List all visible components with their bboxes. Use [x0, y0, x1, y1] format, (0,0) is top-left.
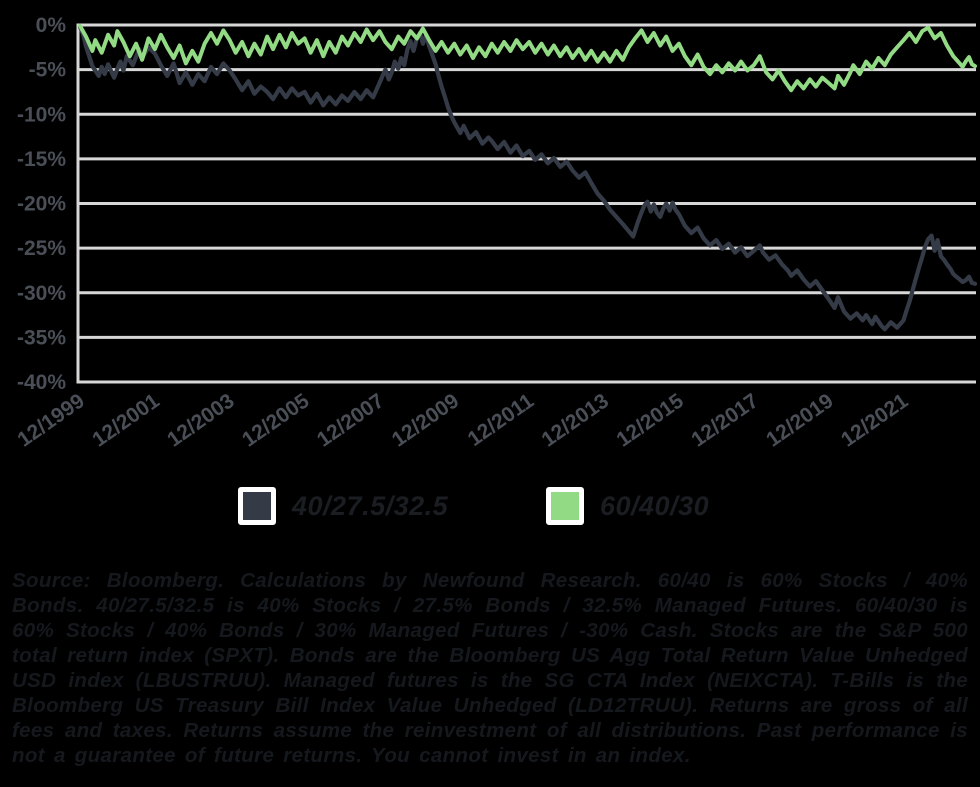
x-tick-label: 12/2005	[238, 389, 314, 452]
chart-canvas: 0% -5% -10% -15% -20% -25% -30% -35% -40%12/1999…	[13, 14, 978, 452]
y-tick-label: -30%	[17, 282, 66, 305]
legend-label-green: 60/40/30	[600, 490, 710, 521]
x-tick-label: 12/2011	[464, 389, 539, 451]
legend-item-green: 60/40/30	[546, 484, 709, 528]
x-tick-label: 12/2003	[163, 389, 238, 451]
y-tick-label: -5%	[29, 59, 67, 82]
relative-drawdown-chart: 0% -5% -10% -15% -20% -25% -30% -35% -40%12/1999…	[13, 14, 978, 452]
y-tick-label: -20%	[17, 193, 66, 216]
y-tick-label: -40%	[17, 371, 66, 394]
x-tick-label: 12/1999	[13, 389, 88, 451]
source-disclosure-caption: Source: Bloomberg. Calculations by Newfo…	[12, 569, 968, 767]
x-tick-label: 12/2007	[313, 389, 388, 451]
y-tick-label: -15%	[17, 148, 66, 171]
y-tick-label: -10%	[17, 103, 66, 126]
chart-legend: 40/27.5/32.5 60/40/30	[0, 484, 980, 532]
x-tick-label: 12/2009	[388, 389, 463, 451]
legend-item-dark: 40/27.5/32.5	[238, 484, 448, 528]
legend-swatch-green	[546, 487, 584, 525]
y-tick-label: 0%	[36, 14, 67, 37]
x-tick-label: 12/2019	[762, 389, 837, 451]
x-tick-label: 12/2017	[687, 389, 762, 451]
legend-swatch-dark	[238, 487, 276, 525]
x-tick-label: 12/2013	[538, 389, 613, 451]
x-tick-label: 12/2001	[88, 389, 164, 452]
x-tick-label: 12/2021	[837, 389, 913, 452]
legend-label-dark: 40/27.5/32.5	[292, 490, 449, 521]
series-line-60-40-30	[78, 23, 977, 93]
y-tick-label: -35%	[17, 326, 66, 349]
x-tick-label: 12/2015	[612, 389, 688, 452]
y-tick-label: -25%	[17, 237, 66, 260]
series-line-40-27-5-32-5	[77, 24, 978, 332]
